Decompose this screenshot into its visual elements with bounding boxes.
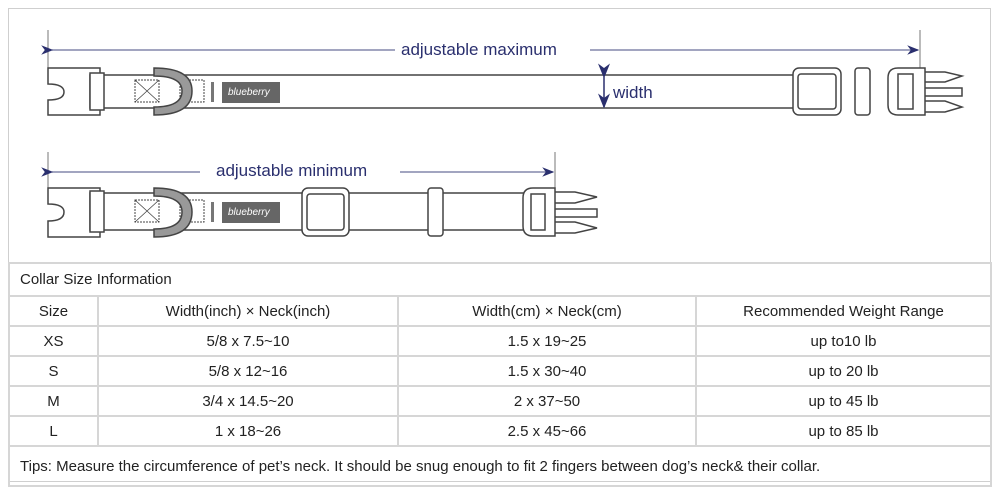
cell-inch: 5/8 x 7.5~10 — [97, 325, 399, 357]
table-row: M 3/4 x 14.5~20 2 x 37~50 up to 45 lb — [8, 385, 992, 417]
cell-size: M — [8, 385, 99, 417]
adjustable-minimum-label: adjustable minimum — [216, 161, 367, 180]
adjustable-maximum-label: adjustable maximum — [401, 40, 557, 59]
table-title: Collar Size Information — [8, 262, 992, 297]
header-weight: Recommended Weight Range — [695, 295, 992, 327]
size-table: Collar Size Information Size Width(inch)… — [8, 262, 992, 487]
table-row: XS 5/8 x 7.5~10 1.5 x 19~25 up to10 lb — [8, 325, 992, 357]
collar-maximum — [41, 30, 965, 116]
logo-text: blueberry — [228, 87, 271, 98]
cell-size: L — [8, 415, 99, 447]
cell-weight: up to10 lb — [695, 325, 992, 357]
cell-cm: 1.5 x 19~25 — [397, 325, 697, 357]
cell-inch: 3/4 x 14.5~20 — [97, 385, 399, 417]
collar-diagram: adjustable maximum width blueberry adjus… — [41, 30, 965, 238]
table-header: Size Width(inch) × Neck(inch) Width(cm) … — [8, 295, 992, 327]
cell-cm: 2 x 37~50 — [397, 385, 697, 417]
cell-inch: 1 x 18~26 — [97, 415, 399, 447]
cell-weight: up to 20 lb — [695, 355, 992, 387]
header-size: Size — [8, 295, 99, 327]
cell-inch: 5/8 x 12~16 — [97, 355, 399, 387]
collar-minimum — [41, 152, 598, 238]
width-label: width — [612, 83, 653, 102]
cell-size: XS — [8, 325, 99, 357]
cell-cm: 1.5 x 30~40 — [397, 355, 697, 387]
table-row: L 1 x 18~26 2.5 x 45~66 up to 85 lb — [8, 415, 992, 447]
logo-text: blueberry — [228, 207, 271, 218]
cell-weight: up to 85 lb — [695, 415, 992, 447]
cell-weight: up to 45 lb — [695, 385, 992, 417]
header-width-inch: Width(inch) × Neck(inch) — [97, 295, 399, 327]
tips-text: Tips: Measure the circumference of pet’s… — [8, 445, 992, 487]
cell-cm: 2.5 x 45~66 — [397, 415, 697, 447]
table-row: S 5/8 x 12~16 1.5 x 30~40 up to 20 lb — [8, 355, 992, 387]
header-width-cm: Width(cm) × Neck(cm) — [397, 295, 697, 327]
cell-size: S — [8, 355, 99, 387]
